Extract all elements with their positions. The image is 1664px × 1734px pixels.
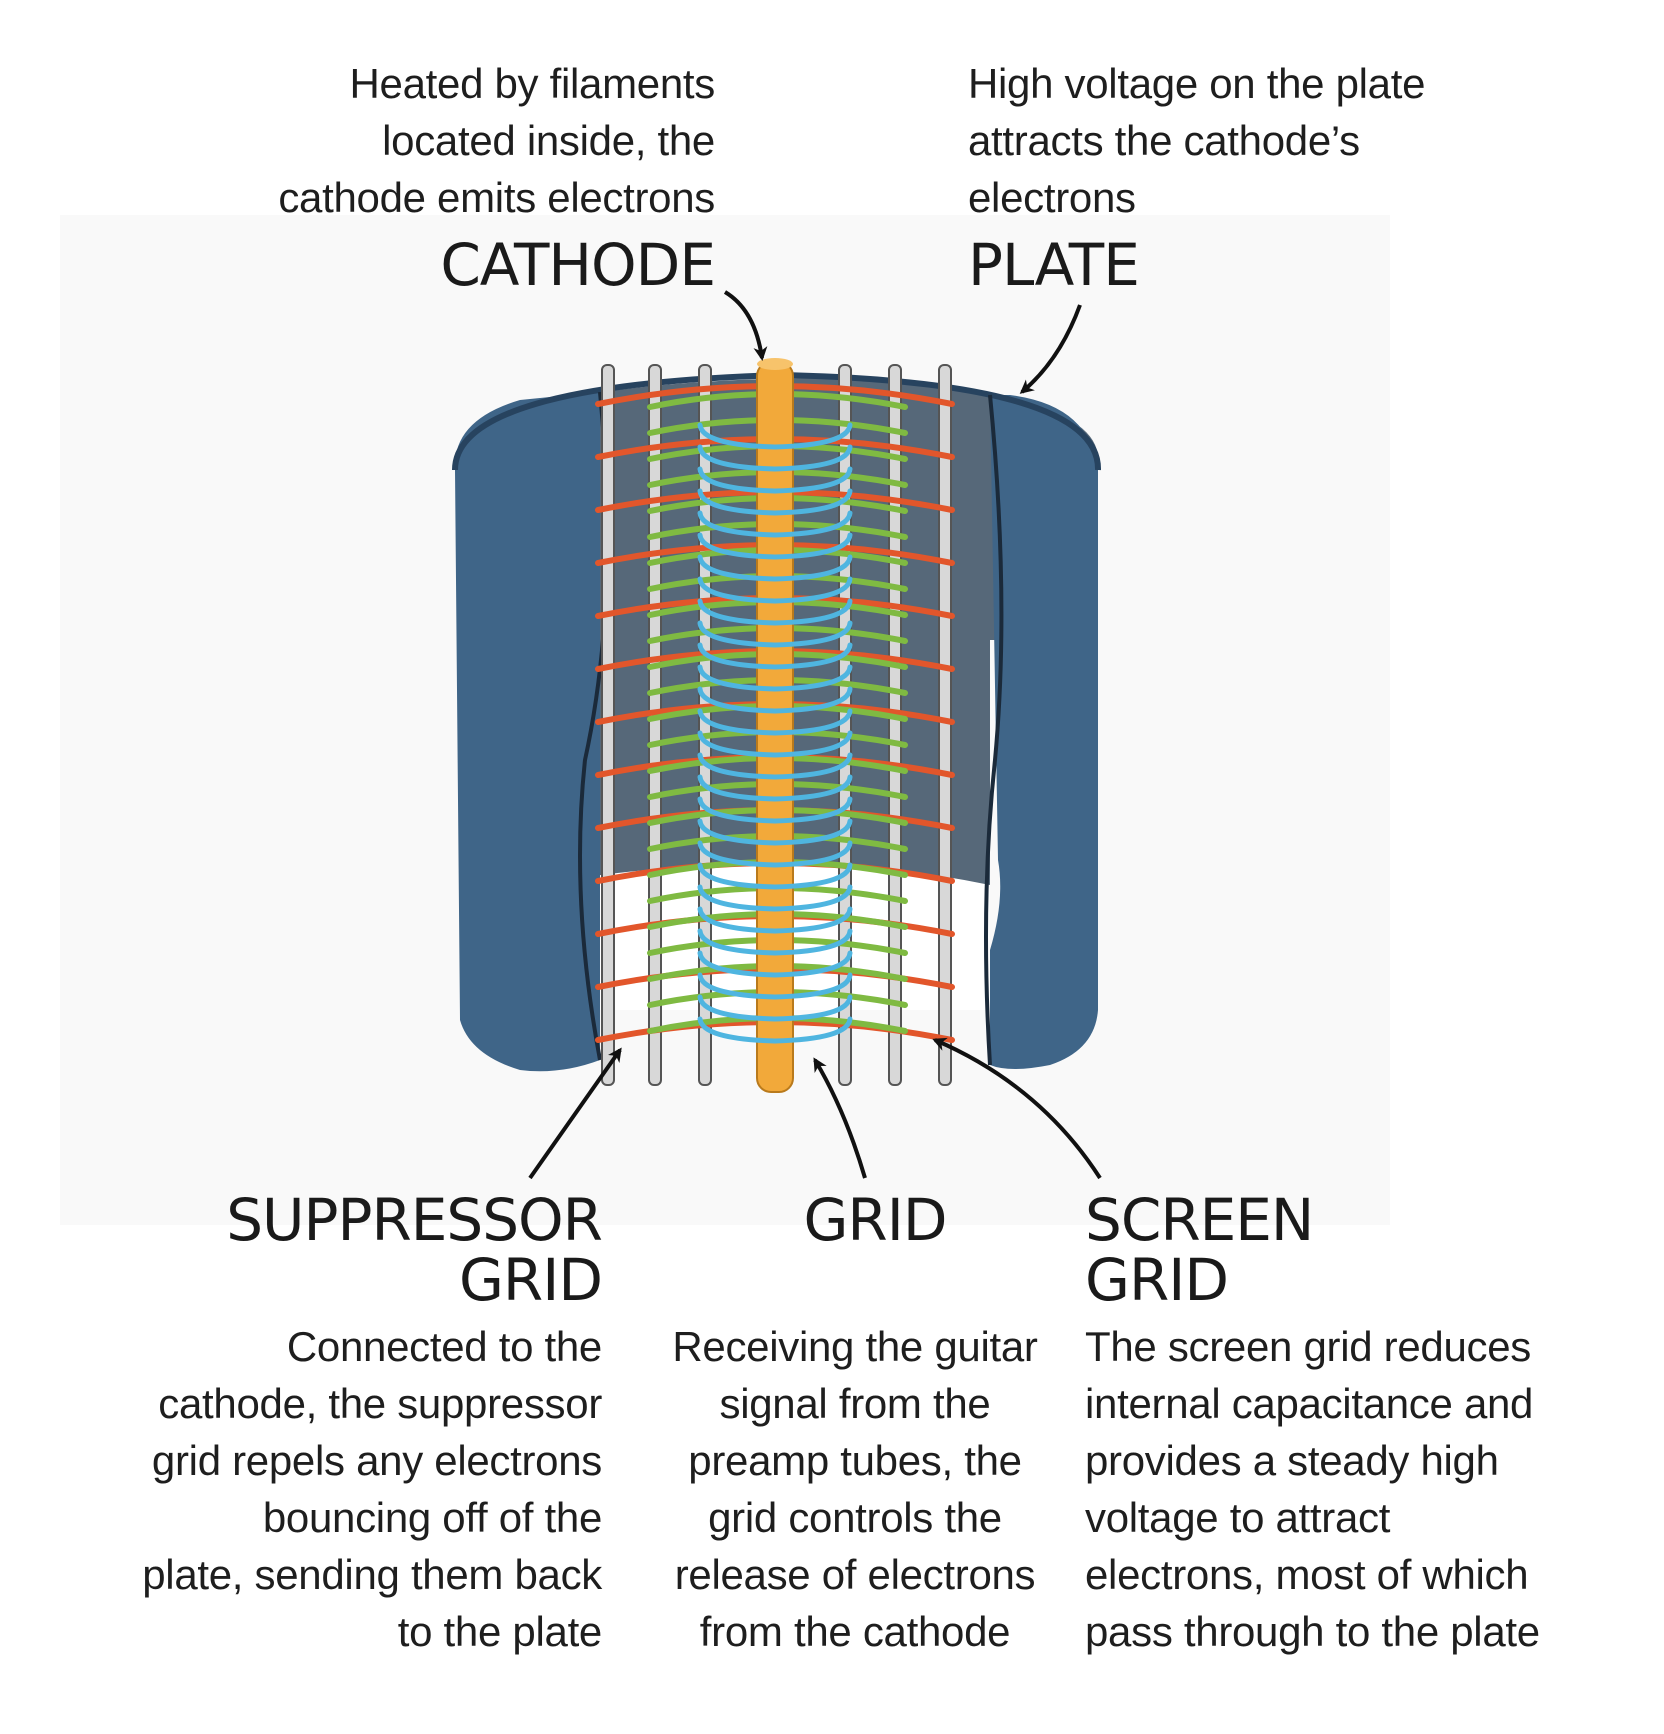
plate-description: High voltage on the plate attracts the c… — [968, 55, 1568, 226]
screen-grid-description-line: The screen grid reduces — [1085, 1323, 1531, 1370]
cathode-title: CATHODE — [440, 231, 716, 299]
control-coil — [697, 818, 853, 846]
cathode-top — [757, 358, 793, 370]
plate-description-line: High voltage on the plate — [968, 60, 1426, 107]
plate-right-edge — [984, 394, 1004, 1066]
suppressor-grid-description: Connected to the cathode, the suppressor… — [100, 1318, 602, 1660]
suppressor-grid-rods — [601, 364, 952, 1086]
grid-description-line: preamp tubes, the — [688, 1437, 1022, 1484]
control-coil — [697, 884, 853, 912]
control-coil — [697, 422, 853, 450]
grid-description-line: from the cathode — [699, 1608, 1011, 1655]
screen-grid-title: SCREEN GRID — [1085, 1190, 1485, 1310]
screen-grid-description-line: provides a steady high — [1085, 1437, 1499, 1484]
suppressor-grid-description-line: Connected to the — [286, 1323, 602, 1370]
screen-grid-description-line: internal capacitance and — [1085, 1380, 1534, 1427]
screen-grid-title-line: SCREEN — [1085, 1186, 1314, 1254]
control-coil — [697, 906, 853, 934]
screen-grid-arrow — [932, 1037, 1102, 1180]
control-coil — [697, 994, 853, 1022]
suppressor-grid-description-line: cathode, the suppressor — [158, 1380, 602, 1427]
suppressor-grid-title: SUPPRESSOR GRID — [150, 1186, 603, 1314]
control-coil — [697, 576, 853, 604]
screen-grid-description-line: pass through to the plate — [1085, 1608, 1540, 1655]
cathode-arrow — [723, 290, 768, 361]
suppressor-grid-description-line: to the plate — [397, 1608, 603, 1655]
control-coil — [697, 708, 853, 736]
control-coil — [697, 840, 853, 868]
grid-title: GRID — [803, 1186, 947, 1254]
screen-grid-title-line: GRID — [1085, 1246, 1229, 1314]
control-coil — [697, 862, 853, 890]
grid-description-line: signal from the — [719, 1380, 991, 1427]
plate-right-shell — [990, 395, 1098, 1069]
plate-left-shell — [454, 392, 600, 1072]
control-coil — [697, 686, 853, 714]
control-coil — [697, 1016, 853, 1044]
suppressor-grid-arrow — [528, 1047, 622, 1180]
cathode-description: Heated by filaments located inside, the … — [160, 55, 715, 226]
suppressor-grid-title-line: GRID — [458, 1246, 603, 1314]
cathode-description-line: Heated by filaments — [349, 60, 716, 107]
control-coil — [697, 444, 853, 472]
suppressor-grid-description-line: plate, sending them back — [142, 1551, 602, 1598]
cathode-description-line: located inside, the — [382, 117, 715, 164]
control-coil — [697, 642, 853, 670]
suppressor-grid-title-line: SUPPRESSOR — [226, 1186, 603, 1254]
control-coil — [697, 488, 853, 516]
plate-arrow — [1019, 304, 1082, 394]
suppressor-grid-description-line: grid repels any electrons — [151, 1437, 602, 1484]
control-coil — [697, 752, 853, 780]
pointer-arrows — [528, 290, 1102, 1180]
control-coil — [697, 774, 853, 802]
control-coil — [697, 466, 853, 494]
grid-arrow — [813, 1057, 867, 1179]
plate-description-line: attracts the cathode’s — [968, 117, 1360, 164]
grid-description-line: grid controls the — [708, 1494, 1002, 1541]
control-grid-coils — [697, 422, 853, 1044]
control-coil — [697, 796, 853, 824]
control-coil — [697, 730, 853, 758]
grid-description-line: Receiving the guitar — [672, 1323, 1038, 1370]
cathode-description-line: cathode emits electrons — [278, 174, 715, 221]
support-rod — [938, 364, 952, 1086]
control-coil — [697, 664, 853, 692]
screen-grid-description: The screen grid reduces internal capacit… — [1085, 1318, 1645, 1660]
control-coil — [697, 620, 853, 648]
suppressor-grid-description-line: bouncing off of the — [262, 1494, 602, 1541]
control-coil — [697, 972, 853, 1000]
control-coil — [697, 928, 853, 956]
control-coil — [697, 532, 853, 560]
control-coil — [697, 510, 853, 538]
support-rod — [648, 364, 662, 1086]
screen-grid-description-line: electrons, most of which — [1085, 1551, 1529, 1598]
control-coil — [697, 598, 853, 626]
control-coil — [697, 950, 853, 978]
support-rod — [601, 364, 615, 1086]
grid-description: Receiving the guitar signal from the pre… — [640, 1318, 1070, 1660]
control-coil — [697, 554, 853, 582]
plate-description-line: electrons — [968, 174, 1136, 221]
screen-grid-description-line: voltage to attract — [1085, 1494, 1391, 1541]
plate-title: PLATE — [968, 231, 1140, 299]
support-rod — [888, 364, 902, 1086]
grid-description-line: release of electrons — [674, 1551, 1036, 1598]
